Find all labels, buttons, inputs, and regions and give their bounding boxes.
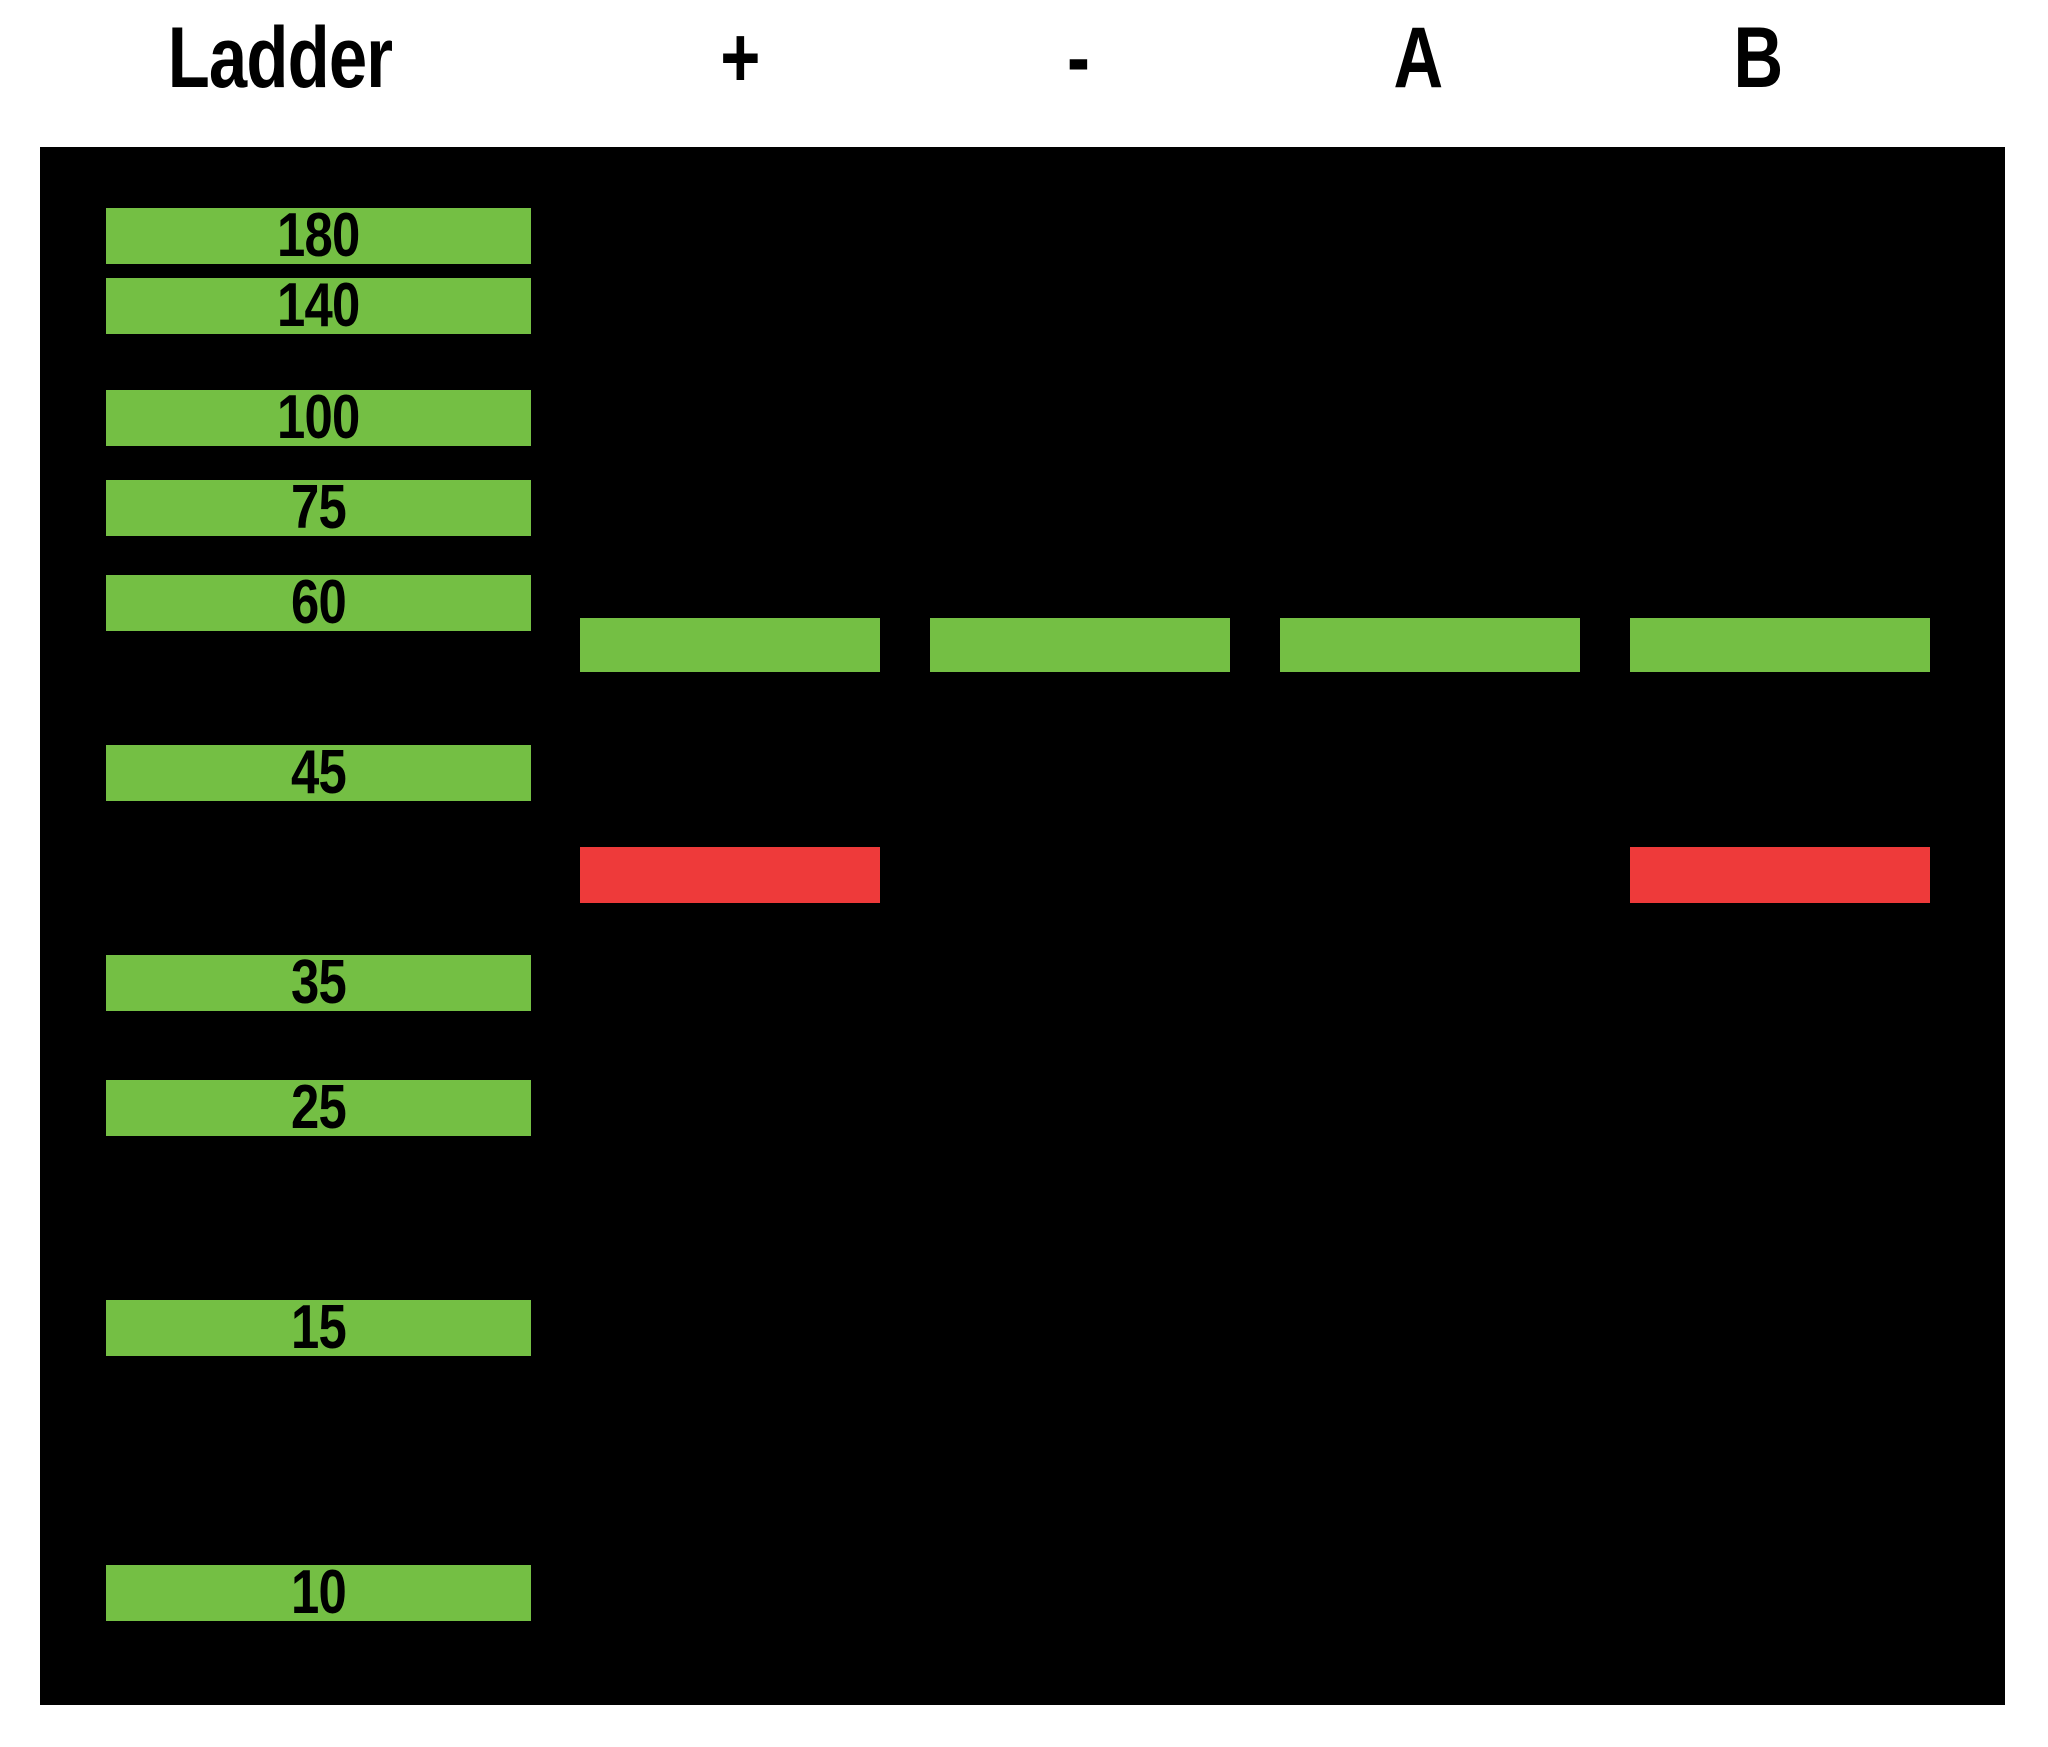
ladder-band-60: 60: [106, 568, 531, 637]
ladder-band-label: 15: [291, 1292, 347, 1362]
ladder-band-25: 25: [106, 1073, 531, 1142]
ladder-band-label: 45: [291, 737, 347, 807]
ladder-band-label: 140: [277, 270, 360, 340]
lane-label-b: B: [1733, 10, 1784, 106]
ladder-band-label: 60: [291, 567, 347, 637]
ladder-band-label: 25: [291, 1072, 347, 1142]
lane-label-ladder: Ladder: [167, 10, 393, 106]
ladder-band-label: 180: [277, 200, 360, 270]
ladder-band-label: 10: [291, 1557, 347, 1627]
lane-label-minus: -: [1066, 10, 1090, 106]
ladder-band-35: 35: [106, 948, 531, 1017]
ladder-band-10: 10: [106, 1558, 531, 1627]
sample-band-b-green: [1630, 618, 1930, 672]
ladder-band-75: 75: [106, 473, 531, 542]
lane-label-a: A: [1393, 10, 1444, 106]
ladder-band-15: 15: [106, 1293, 531, 1362]
lane-label-plus: +: [720, 10, 760, 106]
ladder-band-100: 100: [106, 383, 531, 452]
ladder-band-45: 45: [106, 738, 531, 807]
ladder-band-140: 140: [106, 271, 531, 340]
sample-band-b-red: [1630, 847, 1930, 903]
sample-band-plus-green: [580, 618, 880, 672]
sample-band-minus-green: [930, 618, 1230, 672]
ladder-band-label: 35: [291, 947, 347, 1017]
ladder-band-label: 100: [277, 382, 360, 452]
ladder-band-label: 75: [291, 472, 347, 542]
sample-band-a-green: [1280, 618, 1580, 672]
ladder-band-180: 180: [106, 201, 531, 270]
sample-band-plus-red: [580, 847, 880, 903]
